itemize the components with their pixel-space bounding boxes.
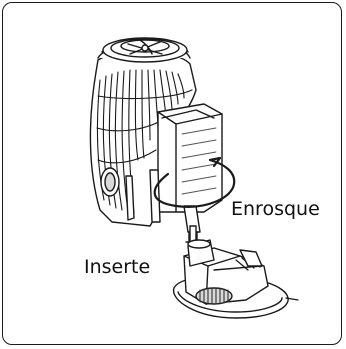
suction-cup-mount [174, 240, 298, 318]
label-screw: Enrosque [231, 200, 320, 219]
label-insert: Inserte [84, 258, 150, 277]
mount-grip-pad [196, 288, 232, 304]
motor-housing [158, 104, 222, 212]
